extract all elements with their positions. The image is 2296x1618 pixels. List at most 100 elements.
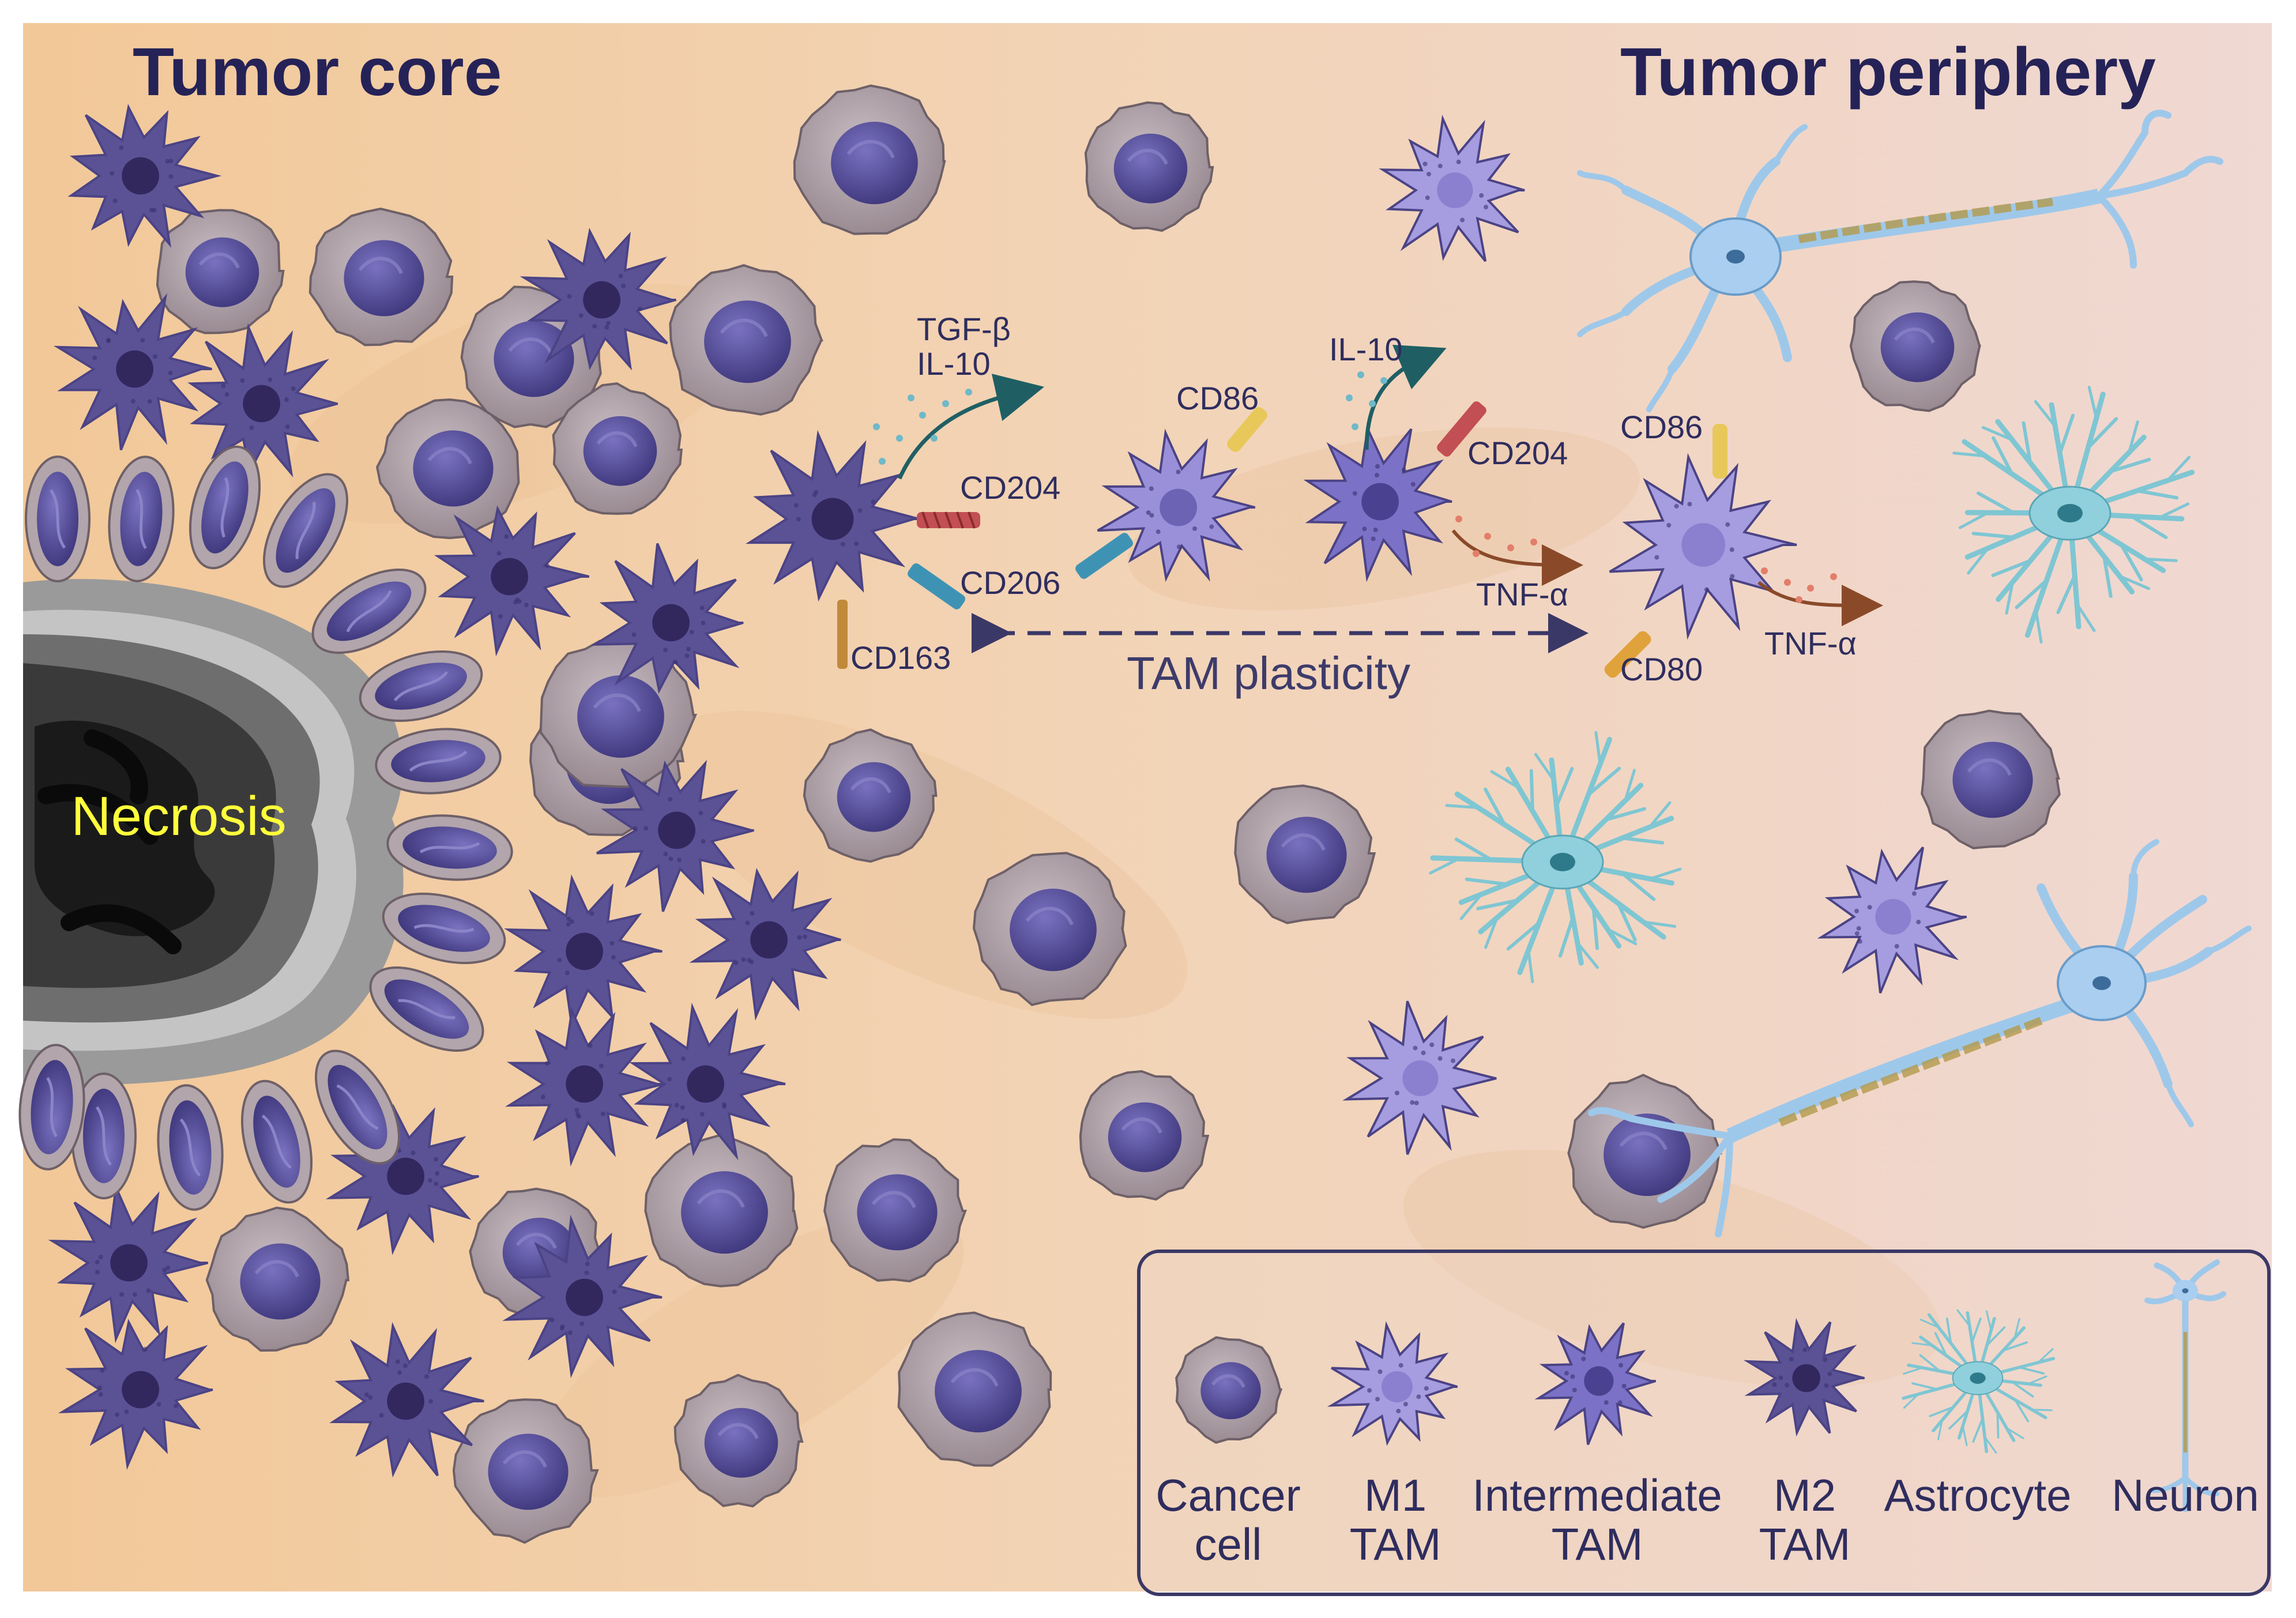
cancer-cell xyxy=(308,208,454,347)
legend-icon-intermediate-tam xyxy=(1534,1322,1657,1446)
receptor-cd204-int xyxy=(1437,401,1486,457)
receptor-cd204-m2 xyxy=(917,511,980,529)
legend-label-cancer-line2: cell xyxy=(1194,1519,1262,1570)
m2-tam xyxy=(53,293,212,451)
label-tgf-beta: TGF-β xyxy=(917,311,1011,347)
cancer-cell xyxy=(1084,101,1214,232)
cancer-cell xyxy=(803,728,938,863)
cancer-cell xyxy=(972,852,1127,1006)
cancer-cell xyxy=(823,1138,967,1283)
label-tnf-int: TNF-α xyxy=(1476,576,1568,612)
label-cd86-m1: CD86 xyxy=(1620,409,1703,445)
m2-tam xyxy=(502,1214,663,1378)
legend-label-m1-line2: TAM xyxy=(1350,1519,1441,1570)
receptor-cd80-m1 xyxy=(1604,631,1651,678)
cancer-cell xyxy=(552,382,683,515)
m2-tam xyxy=(434,505,590,657)
cancer-cell xyxy=(793,84,946,235)
label-cd80: CD80 xyxy=(1620,651,1703,687)
cancer-cell xyxy=(1079,1070,1210,1201)
elongated-tumor-cell xyxy=(189,445,261,570)
cancer-cell xyxy=(1849,280,1981,412)
elongated-tumor-cell xyxy=(382,892,506,965)
cancer-cell xyxy=(1234,784,1376,924)
cancer-cell xyxy=(897,1311,1052,1467)
m2-tam xyxy=(67,104,222,248)
m2-tam xyxy=(590,543,744,694)
intermediate-tam-1 xyxy=(1097,428,1256,582)
legend: Cancer cell M1 TAM Intermediate TAM M2 T… xyxy=(1137,1250,2271,1596)
legend-box xyxy=(1137,1250,2271,1596)
legend-label-intermediate-line2: TAM xyxy=(1552,1519,1643,1570)
cancer-cell xyxy=(376,398,520,540)
label-cd206-m2: CD206 xyxy=(960,565,1060,601)
legend-icon-neuron xyxy=(2144,1259,2226,1512)
legend-icon-m1-tam xyxy=(1327,1321,1458,1446)
legend-icon-cancer-cell xyxy=(1175,1336,1283,1444)
elongated-tumor-cell xyxy=(240,1079,313,1204)
cancer-cell xyxy=(669,264,823,416)
cancer-cell xyxy=(644,1134,799,1288)
m2-tam xyxy=(329,1322,484,1478)
elongated-tumor-cell xyxy=(18,1044,85,1171)
cancer-cell xyxy=(1921,709,2061,849)
receptor-cd86-m1 xyxy=(1712,424,1727,479)
intermediate-tam-2 xyxy=(1303,424,1452,582)
elongated-tumor-cell xyxy=(157,1084,224,1211)
elongated-tumor-cell xyxy=(386,814,513,881)
label-cd204-m2: CD204 xyxy=(960,469,1060,506)
m2-tam xyxy=(520,227,676,371)
m2-tam xyxy=(58,1318,213,1470)
necrosis-region xyxy=(23,579,404,1085)
elongated-tumor-cell xyxy=(314,1049,401,1165)
m1-tam xyxy=(1817,846,1967,994)
m2-tam xyxy=(504,874,663,1030)
m2-tam xyxy=(628,1002,786,1161)
label-il10-int: IL-10 xyxy=(1329,331,1403,367)
cancer-cell xyxy=(452,1398,599,1544)
legend-label-neuron: Neuron xyxy=(2111,1470,2259,1521)
label-cd204-int: CD204 xyxy=(1467,435,1568,471)
label-il10-m2: IL-10 xyxy=(917,345,991,382)
legend-label-astrocyte: Astrocyte xyxy=(1884,1470,2071,1521)
m1-tam-central xyxy=(1609,453,1797,640)
astrocyte-top-right xyxy=(1952,386,2195,644)
label-tam-plasticity: TAM plasticity xyxy=(1127,648,1410,699)
m1-tam xyxy=(1342,1000,1497,1155)
label-tnf-m1: TNF-α xyxy=(1764,625,1857,661)
elongated-tumor-cell xyxy=(375,728,502,795)
elongated-tumor-cell xyxy=(311,568,427,654)
cancer-cell xyxy=(205,1206,350,1352)
secretion-tnf-m1 xyxy=(1757,567,1883,626)
receptor-cd163-m2 xyxy=(837,600,848,669)
legend-icon-astrocyte xyxy=(1902,1309,2056,1454)
m2-tam-central xyxy=(746,430,920,602)
m2-tam xyxy=(187,323,338,478)
receptor-cd86-int xyxy=(1227,407,1267,452)
necrosis-label: Necrosis xyxy=(71,785,286,847)
elongated-tumor-cell xyxy=(25,456,91,582)
elongated-tumor-cell xyxy=(71,1073,137,1199)
label-cd86-int: CD86 xyxy=(1176,380,1259,416)
legend-label-cancer-line1: Cancer xyxy=(1155,1470,1300,1521)
elongated-tumor-cell xyxy=(108,456,175,582)
astrocyte-middle xyxy=(1429,731,1682,984)
elongated-tumor-cell xyxy=(262,473,349,588)
legend-label-m1-line1: M1 xyxy=(1364,1470,1426,1521)
cancer-cell xyxy=(156,209,285,334)
cancer-cell xyxy=(673,1374,804,1508)
secretion-tgf-il10 xyxy=(873,374,1044,480)
title-tumor-periphery: Tumor periphery xyxy=(1620,34,2156,110)
m1-tam xyxy=(1379,114,1525,262)
legend-label-intermediate-line1: Intermediate xyxy=(1472,1470,1722,1521)
m2-tam xyxy=(505,1007,664,1167)
neuron-bottom xyxy=(1588,839,2252,1237)
m2-tam xyxy=(596,759,755,912)
secretion-tnf-int xyxy=(1451,515,1583,586)
title-tumor-core: Tumor core xyxy=(133,34,502,110)
legend-icon-m2-tam xyxy=(1743,1318,1865,1437)
m2-tam xyxy=(48,1183,209,1344)
elongated-tumor-cell xyxy=(359,650,483,723)
cell-population xyxy=(18,84,2061,1544)
